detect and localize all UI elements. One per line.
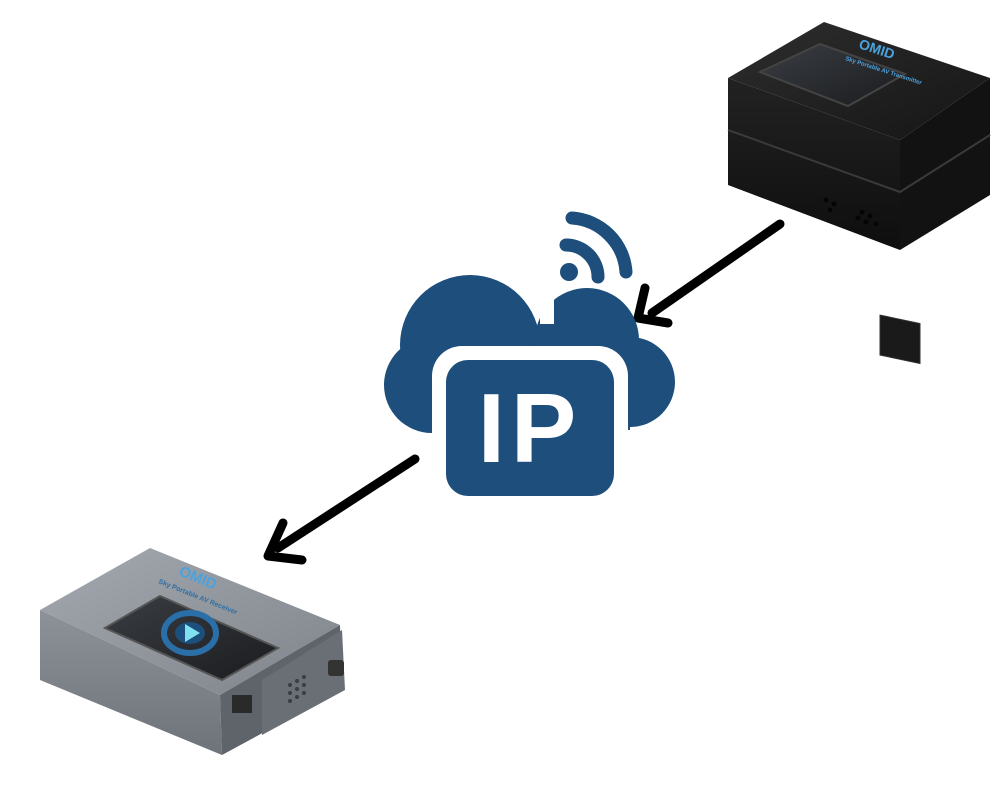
transmitter-screen bbox=[757, 42, 908, 108]
receiver-front-face bbox=[40, 610, 222, 755]
transmitter-front-face bbox=[728, 78, 900, 250]
arrow-cloud-to-receiver bbox=[263, 454, 420, 565]
transmitter-vents bbox=[823, 197, 879, 227]
ip-box bbox=[446, 360, 614, 496]
cloud-ip-wifi-icon: IP bbox=[384, 211, 675, 504]
ip-label: IP bbox=[478, 373, 583, 483]
play-icon bbox=[161, 610, 219, 656]
receiver-vents bbox=[288, 675, 306, 703]
transmitter-device: OMID Sky Portable AV Transmitter bbox=[727, 22, 991, 365]
arrowhead-icon bbox=[263, 518, 307, 565]
arrow-transmitter-to-cloud bbox=[633, 219, 785, 328]
receiver-ethernet-port bbox=[232, 695, 252, 713]
receiver-bnc-connector bbox=[328, 660, 344, 676]
transmitter-port bbox=[879, 314, 921, 365]
arrowhead-icon bbox=[633, 283, 673, 328]
receiver-device: OMID Sky Portable AV Receiver bbox=[40, 548, 345, 755]
wifi-icon bbox=[559, 211, 633, 284]
